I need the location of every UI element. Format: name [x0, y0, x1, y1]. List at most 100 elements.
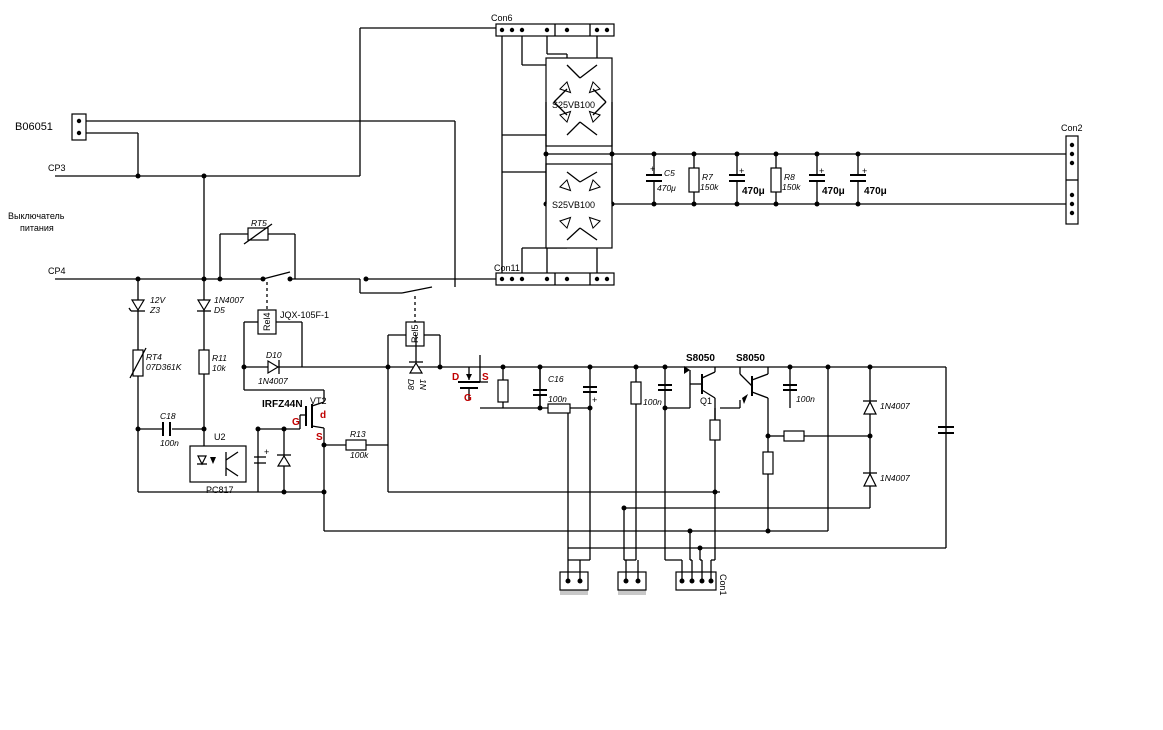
rt4-ref: RT4	[146, 352, 162, 362]
connector-cp3: CP3	[48, 163, 66, 173]
con6-label: Con6	[491, 13, 513, 23]
junction-dots	[135, 151, 873, 551]
mosfet-pin-s: S	[482, 372, 489, 383]
diode-d10: D10 1N4007	[258, 350, 288, 386]
capacitor-electrolytic-main: +	[583, 386, 597, 405]
capacitor-far-right	[938, 426, 954, 434]
resistor-main-1	[497, 379, 509, 403]
c5-ref: C5	[664, 168, 675, 178]
zener-z3: 12V Z3	[128, 295, 166, 315]
c18-value: 100n	[160, 438, 179, 448]
cap-470-2-value: 470μ	[822, 186, 845, 197]
r8-value: 150k	[782, 182, 801, 192]
switch-label: Выключатель питания	[8, 211, 65, 233]
capacitor-c16: C16 100n	[533, 367, 567, 408]
resistor-r7: R7 150k	[688, 154, 719, 204]
connector-b06051: B06051	[15, 113, 87, 141]
diode-1n4007-lower: 1N4007	[863, 472, 910, 487]
connector-con11: Con11	[494, 263, 615, 286]
bottom-connector-left	[559, 559, 590, 595]
capacitor-main-4	[658, 384, 672, 391]
relay-rel5: Rel5	[405, 321, 425, 347]
bridge-rectifier-top: S25VB100	[545, 57, 613, 154]
mosfet-pin-g: G	[464, 393, 472, 404]
resistor-q1-emitter	[709, 419, 721, 441]
rel5-label: Rel5	[410, 324, 420, 343]
optocoupler-u2: U2 PC817	[189, 432, 247, 495]
svg-text:+: +	[862, 166, 867, 176]
switch-label-line2: питания	[20, 223, 54, 233]
capacitor-100n-right: 100n	[783, 384, 815, 404]
d8-ref: D8	[406, 379, 416, 390]
c18-ref: C18	[160, 411, 176, 421]
r8-ref: R8	[784, 172, 795, 182]
connector-con2: Con2	[1061, 123, 1083, 225]
b06051-label: B06051	[15, 121, 53, 133]
resistor-r11: R11 10k	[198, 349, 227, 375]
connector-con6: Con6	[491, 13, 615, 37]
capacitor-470-2: + 470μ	[809, 154, 845, 204]
rel4-model: JQX-105F-1	[280, 310, 329, 320]
resistor-r13: R13 100k	[345, 429, 369, 460]
cp3-label: CP3	[48, 163, 66, 173]
c5-value: 470μ	[657, 183, 676, 193]
capacitor-c5: + C5 470μ	[646, 154, 676, 204]
vt2-model: IRFZ44N	[262, 399, 303, 410]
capacitor-470-3: + 470μ	[850, 154, 887, 204]
d-lower-value: 1N4007	[880, 473, 910, 483]
cap-main-plus: +	[592, 395, 597, 405]
z3-ref: Z3	[149, 305, 160, 315]
bridge-top-label: S25VB100	[552, 100, 595, 110]
varistor-rt4: RT4 07D361K	[129, 347, 182, 379]
d5-ref: D5	[214, 305, 225, 315]
res-main-3-value: 100n	[643, 397, 662, 407]
diode-d5: 1N4007 D5	[196, 295, 244, 315]
con2-label: Con2	[1061, 123, 1083, 133]
q1-model: S8050	[686, 353, 715, 364]
relay-rel4: Rel4 JQX-105F-1	[257, 309, 329, 335]
cp4-label: CP4	[48, 266, 66, 276]
connector-con1: Con1	[665, 559, 728, 596]
d-upper-value: 1N4007	[880, 401, 910, 411]
d10-ref: D10	[266, 350, 282, 360]
c16-value: 100n	[548, 394, 567, 404]
rel4-label: Rel4	[262, 312, 272, 331]
zener-u2-side	[276, 454, 292, 467]
resistor-main-2	[547, 403, 571, 414]
r13-ref: R13	[350, 429, 366, 439]
r11-value: 10k	[212, 363, 226, 373]
u2-model: PC817	[206, 485, 234, 495]
q1-ref: Q1	[700, 396, 712, 406]
svg-text:+: +	[650, 164, 655, 174]
capacitor-c18: C18 100n	[160, 411, 179, 448]
u2-ref: U2	[214, 432, 226, 442]
r13-value: 100k	[350, 450, 369, 460]
cap-470-1-value: 470μ	[742, 186, 765, 197]
con1-label: Con1	[718, 574, 728, 596]
transistor-q2: S8050	[720, 353, 769, 409]
diode-1n4007-upper: 1N4007	[863, 400, 910, 415]
resistor-bias-v	[762, 451, 774, 475]
d5-value: 1N4007	[214, 295, 244, 305]
transistor-q1: S8050 Q1	[684, 353, 716, 420]
mosfet-pin-d: D	[452, 372, 459, 383]
svg-text:+: +	[264, 447, 269, 457]
r7-value: 150k	[700, 182, 719, 192]
vt2-ref: VT2	[310, 396, 327, 406]
resistor-r8: R8 150k	[770, 154, 801, 204]
bridge-bottom-label: S25VB100	[552, 200, 595, 210]
d8-value: 1N	[418, 379, 428, 391]
svg-text:+: +	[739, 166, 744, 176]
con11-label: Con11	[494, 263, 520, 273]
vt2-pin-s: S	[316, 432, 323, 443]
q2-model: S8050	[736, 353, 765, 364]
capacitor-u2-side: +	[254, 447, 269, 464]
capacitor-470-1: + 470μ	[729, 154, 765, 204]
mosfet-vt2: IRFZ44N VT2 G d S	[262, 396, 327, 443]
vt2-pin-d: d	[320, 410, 326, 421]
c16-ref: C16	[548, 374, 564, 384]
switch-label-line1: Выключатель	[8, 211, 65, 221]
bridge-rectifier-bottom: S25VB100	[545, 154, 613, 249]
resistor-main-3: 100n	[630, 381, 662, 407]
